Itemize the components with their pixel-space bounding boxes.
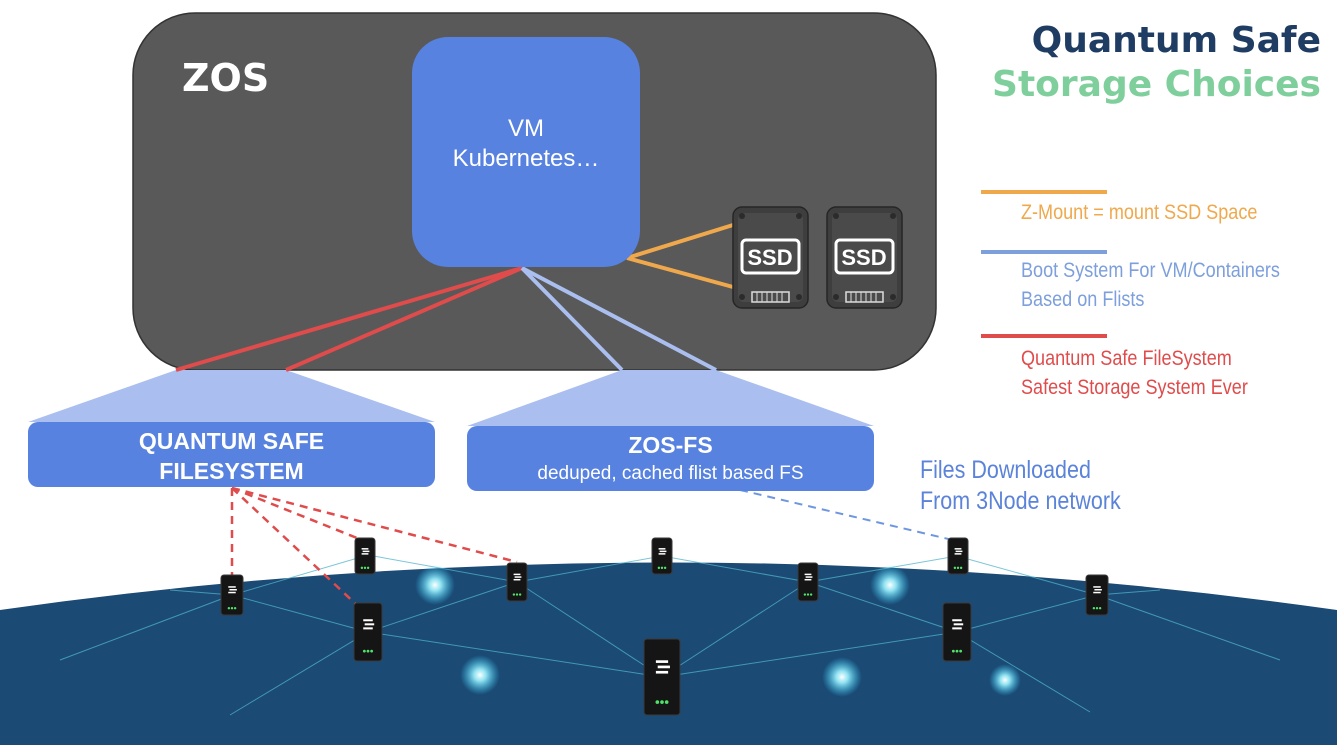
legend-boot: Boot System For VM/Containers Based on F… [1021,256,1280,314]
node-server-icon [651,537,673,575]
title-line-2: Storage Choices [992,64,1321,105]
title-line-1: Quantum Safe [1031,20,1321,61]
legend-zmount-swatch [981,190,1107,194]
node-server-icon [643,638,681,716]
legend-boot-line-1: Boot System For VM/Containers [1021,259,1280,282]
network-glows [415,565,1021,697]
legend-qsfs-line-2: Safest Storage System Ever [1021,376,1248,399]
legend-qsfs: Quantum Safe FileSystem Safest Storage S… [1021,344,1248,402]
node-server-icon [797,562,819,602]
zmount-lines [626,223,734,289]
network-note-line-2: From 3Node network [920,487,1121,515]
zosfs-box: ZOS-FS deduped, cached flist based FS [467,426,874,491]
legend-zmount-line-1: Z-Mount = mount SSD Space [1021,201,1258,224]
node-server-icon [1085,574,1109,616]
legend-boot-swatch [981,250,1107,254]
qsfs-label-line-2: FILESYSTEM [159,458,304,484]
legend-zmount: Z-Mount = mount SSD Space [1021,198,1257,227]
zosfs-funnel [467,370,874,426]
kubernetes-label: Kubernetes… [452,145,600,172]
qsfs-box: QUANTUM SAFE FILESYSTEM [28,422,435,487]
legend-qsfs-swatch [981,334,1107,338]
node-server-icon [942,602,972,662]
legend-qsfs-line-1: Quantum Safe FileSystem [1021,347,1232,370]
qsfs-label-line-1: QUANTUM SAFE [138,428,325,454]
node-server-icon [947,537,969,575]
ssd-drive-2 [826,206,903,309]
qsfs-funnel [28,370,435,422]
node-server-icon [353,602,383,662]
node-servers [220,537,1109,716]
zosfs-title: ZOS-FS [628,432,713,458]
boot-lines [520,266,717,372]
zosfs-subtitle: deduped, cached flist based FS [537,463,804,484]
vm-box: VM Kubernetes… [412,37,640,267]
ssd-label-1: SSD [747,245,792,270]
node-server-icon [506,562,528,602]
vm-label: VM [508,115,544,142]
network-note: Files Downloaded From 3Node network [920,455,1121,517]
zosfs-node-link [739,489,958,542]
legend-boot-line-2: Based on Flists [1021,288,1145,311]
ssd-drive-1 [732,206,809,309]
network-note-line-1: Files Downloaded [920,456,1091,484]
ssd-label-2: SSD [841,245,886,270]
node-server-icon [354,537,376,575]
node-server-icon [220,574,244,616]
qsfs-node-links [230,486,518,609]
qsfs-lines [175,266,523,372]
zos-label: ZOS [182,56,270,100]
